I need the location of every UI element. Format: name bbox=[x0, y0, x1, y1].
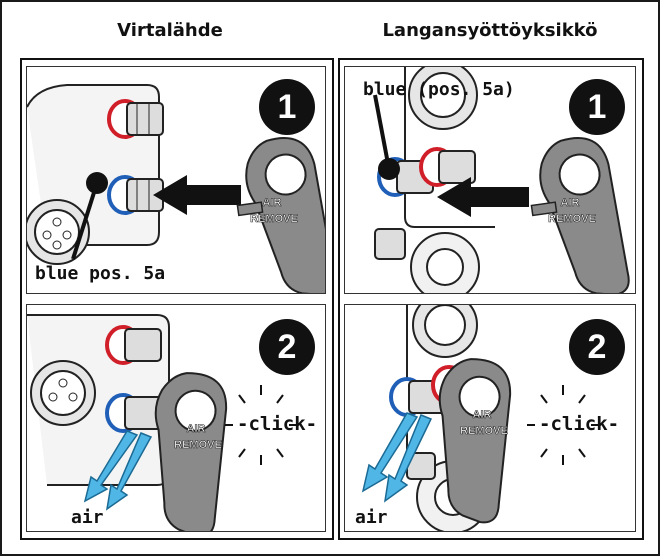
step-1-badge: 1 bbox=[569, 79, 625, 135]
left-column-frame bbox=[20, 58, 334, 540]
key-text-remove: REMOVE bbox=[548, 213, 596, 225]
right-column-frame bbox=[338, 58, 644, 540]
column-title-power-source: Virtalähde bbox=[117, 20, 223, 41]
key-text-air: AIR bbox=[187, 423, 206, 435]
key-text-air: AIR bbox=[263, 197, 282, 209]
panel-power-source-step-2: 2 -click- air bbox=[26, 304, 326, 532]
key-text-air: AIR bbox=[561, 197, 580, 209]
connector-illustration bbox=[27, 84, 325, 293]
click-label: -click- bbox=[539, 413, 620, 435]
key-text-remove: REMOVE bbox=[174, 439, 222, 451]
click-label: -click- bbox=[237, 413, 318, 435]
blue-connector-label: blue (pos. 5a) bbox=[363, 79, 515, 100]
connector-illustration bbox=[373, 67, 630, 293]
air-label: air bbox=[355, 507, 388, 528]
column-title-wire-feeder: Langansyöttöyksikkö bbox=[382, 20, 598, 41]
step-2-badge: 2 bbox=[259, 319, 315, 375]
connector-illustration bbox=[27, 314, 297, 531]
panel-wire-feeder-step-2: 2 -click- air bbox=[344, 304, 636, 532]
connector-illustration bbox=[361, 305, 599, 531]
blue-connector-label: blue pos. 5a bbox=[35, 263, 166, 284]
step-2-badge: 2 bbox=[569, 319, 625, 375]
air-label: air bbox=[71, 507, 104, 528]
key-text-remove: REMOVE bbox=[250, 213, 298, 225]
step-1-badge: 1 bbox=[259, 79, 315, 135]
panel-wire-feeder-step-1: 1 blue (pos. 5a) bbox=[344, 66, 636, 294]
panel-power-source-step-1: 1 blue pos. 5a bbox=[26, 66, 326, 294]
key-text-remove: REMOVE bbox=[460, 425, 508, 437]
key-text-air: AIR bbox=[473, 409, 492, 421]
